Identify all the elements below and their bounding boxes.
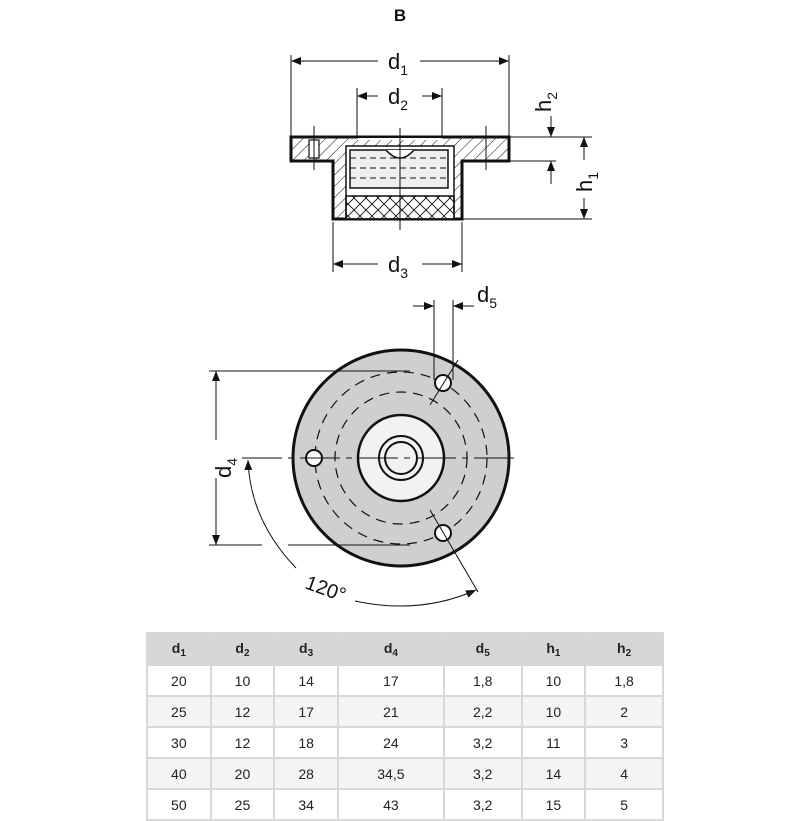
col-header: d1 [146,632,212,666]
table-cell: 34 [273,788,339,821]
dim-label-h1: h1 [572,172,601,192]
table-cell: 17 [273,695,339,728]
col-header: d5 [442,632,523,666]
col-header: d2 [209,632,276,666]
table-cell: 2 [584,695,664,728]
table-header-row: d1 d2 d3 d4 d5 h1 h2 [146,632,664,666]
table-cell: 34,5 [336,757,445,790]
table-cell: 11 [520,726,587,759]
technical-drawing: d1 d2 d3 h2 h1 [209,49,601,607]
table-cell: 18 [273,726,339,759]
table-cell: 10 [209,664,276,697]
table-cell: 28 [273,757,339,790]
mounting-hole [434,374,452,392]
view-label: B [393,6,407,25]
table-cell: 14 [520,757,587,790]
table-cell: 10 [520,664,587,697]
table-cell: 14 [273,664,339,697]
table-cell: 30 [146,726,212,759]
table-cell: 12 [209,726,276,759]
table-cell: 25 [146,695,212,728]
table-cell: 24 [336,726,445,759]
col-header: h2 [584,632,664,666]
table-cell: 50 [146,788,212,821]
dim-label-d2: d2 [388,84,408,113]
table-cell: 5 [584,788,664,821]
table-cell: 4 [584,757,664,790]
table-cell: 3,2 [442,788,523,821]
table-cell: 20 [146,664,212,697]
table-cell: 40 [146,757,212,790]
table-cell: 15 [520,788,587,821]
dim-label-d1: d1 [388,49,408,78]
table-cell: 1,8 [584,664,664,697]
table-cell: 43 [336,788,445,821]
table-cell: 2,2 [442,695,523,728]
dim-label-d4: d4 [211,458,240,478]
table-cell: 3,2 [442,757,523,790]
table-cell: 17 [336,664,445,697]
col-header: d4 [336,632,445,666]
table-cell: 3,2 [442,726,523,759]
dim-label-d3: d3 [388,252,408,281]
col-header: h1 [520,632,587,666]
dim-label-d5: d5 [477,282,497,311]
table-cell: 12 [209,695,276,728]
table-cell: 20 [209,757,276,790]
table-cell: 3 [584,726,664,759]
table-cell: 25 [209,788,276,821]
top-view: d4 d5 120° [209,282,520,607]
table-cell: 1,8 [442,664,523,697]
col-header: d3 [273,632,339,666]
section-view: d1 d2 d3 h2 h1 [289,49,601,281]
table-cell: 21 [336,695,445,728]
angle-label: 120° [302,572,348,607]
table-cell: 10 [520,695,587,728]
dim-label-h2: h2 [531,92,560,112]
